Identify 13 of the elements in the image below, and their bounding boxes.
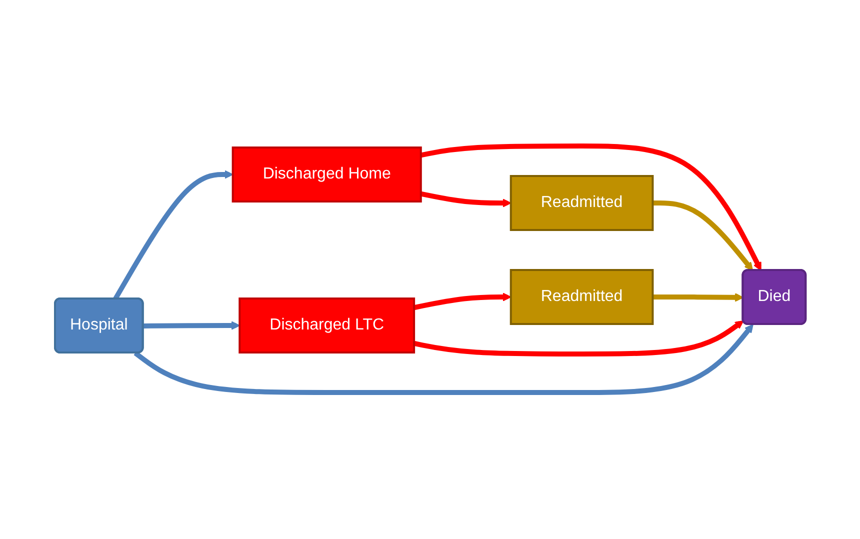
arrow xyxy=(112,170,233,300)
node-box: Readmitted xyxy=(510,269,654,326)
node-box: Discharged Home xyxy=(232,146,422,203)
arrow xyxy=(133,324,754,396)
arrow xyxy=(142,321,240,330)
arrow xyxy=(652,200,753,272)
arrow xyxy=(652,293,744,302)
arrow xyxy=(413,320,744,357)
arrow xyxy=(420,192,511,208)
arrow xyxy=(413,292,511,310)
arrow xyxy=(420,144,762,272)
node-box: Readmitted xyxy=(510,175,654,232)
node-box: Discharged LTC xyxy=(238,298,415,354)
